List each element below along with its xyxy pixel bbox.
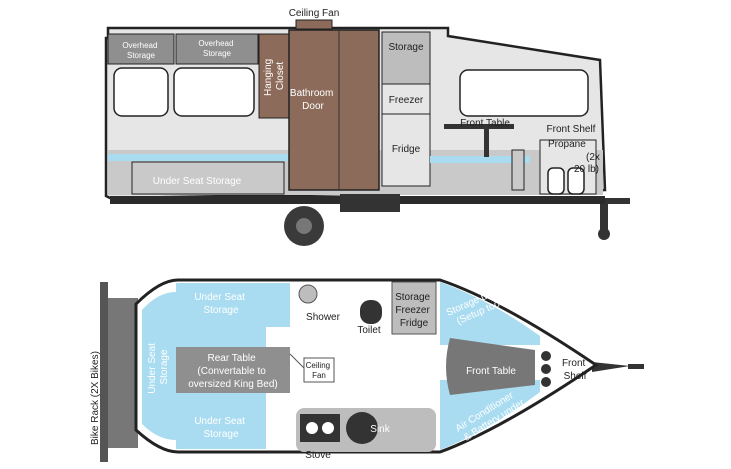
front-knob-1: [541, 351, 551, 361]
ceiling-fan-leader: [289, 353, 305, 369]
overhead-storage-1: [107, 33, 175, 65]
fridge-label: Fridge: [392, 144, 421, 155]
rear-table: [176, 347, 290, 393]
storage-under-seat: [440, 282, 540, 345]
ceiling-fan-label: Ceiling Fan: [289, 8, 340, 19]
overhead-storage-2: [175, 33, 259, 65]
front-shelf-label: Front Shelf: [547, 124, 596, 135]
front-table-label: Front Table: [466, 366, 516, 377]
axle-unit: [340, 194, 400, 212]
ceiling-fan-box: [303, 357, 335, 383]
ceiling-fan-vent: [295, 19, 333, 30]
stove-burner-2: [322, 422, 334, 434]
bike-rack: [108, 298, 138, 448]
wheel-hub: [296, 218, 312, 234]
toilet: [360, 300, 382, 324]
front-table-label: Front Table: [460, 118, 510, 129]
overhead-storage-2-label: Overhead Storage: [198, 39, 235, 58]
storage-freezer-fridge: [391, 281, 437, 335]
rear-under-seat-label: Under Seat Storage: [147, 340, 170, 393]
shower-head: [298, 284, 318, 304]
ceiling-fan-floor-label: Ceiling Fan: [306, 361, 333, 380]
freezer-box: [381, 83, 431, 115]
hitch-coupler: [628, 364, 644, 369]
front-window: [459, 69, 589, 117]
storage-label: Storage: [388, 42, 423, 53]
under-seat-storage-bottom: [176, 393, 266, 449]
rear-seat-cushion: [108, 154, 288, 161]
storage-freezer-fridge-label: Storage Freezer Fridge: [395, 292, 433, 329]
propane-tank-1: [547, 167, 565, 195]
jack-wheel: [598, 228, 610, 240]
bathroom-door-label: Bathroom Door: [290, 88, 336, 112]
under-seat-storage-top: [176, 283, 266, 347]
front-seat-side: [511, 149, 525, 191]
propane-label: Propane (2x 20 lb): [548, 139, 603, 175]
propane-tank-2: [567, 167, 585, 195]
bike-rack-bar: [100, 282, 108, 462]
floor-plan: Bike Rack (2X Bikes): [90, 274, 644, 462]
side-window: [173, 67, 255, 117]
under-seat-storage-box: [131, 161, 285, 195]
rear-seat-storage: [142, 292, 176, 440]
side-view: Ceiling Fan Overhead Storage Overhead St…: [104, 8, 630, 246]
front-table-top: [444, 124, 514, 129]
stove-label: Stove: [305, 450, 331, 461]
front-table-leg: [484, 129, 489, 157]
storage-cabinet: [381, 31, 431, 85]
rear-table-label: Rear Table (Convertable to oversized Kin…: [188, 353, 278, 390]
ac-battery-seat: [440, 380, 540, 450]
sink-label: Sink: [370, 424, 390, 435]
freezer-label: Freezer: [389, 95, 424, 106]
overhead-storage-1-label: Overhead Storage: [122, 41, 159, 60]
toilet-label: Toilet: [357, 325, 381, 336]
front-shelf-floor-label: Front Shelf: [562, 358, 588, 382]
hitch-jack: [600, 204, 608, 230]
rear-window: [113, 67, 169, 117]
bathroom-door: [288, 29, 380, 191]
shower-label: Shower: [306, 312, 341, 323]
front-seat-cushion: [430, 156, 530, 163]
hanging-closet-label: Hanging Closet: [263, 56, 286, 96]
under-seat-storage-label: Under Seat Storage: [153, 176, 242, 187]
front-table: [446, 338, 535, 395]
sink-basin: [346, 412, 378, 444]
front-knob-3: [541, 377, 551, 387]
seat-extension-top: [266, 283, 290, 327]
under-seat-top-label: Under Seat Storage: [194, 292, 247, 316]
front-knob-2: [541, 364, 551, 374]
fridge-box: [381, 113, 431, 187]
under-seat-bottom-label: Under Seat Storage: [194, 416, 247, 440]
stove-burner-1: [306, 422, 318, 434]
bike-rack-label: Bike Rack (2X Bikes): [90, 351, 101, 445]
hitch-tongue: [592, 362, 630, 372]
